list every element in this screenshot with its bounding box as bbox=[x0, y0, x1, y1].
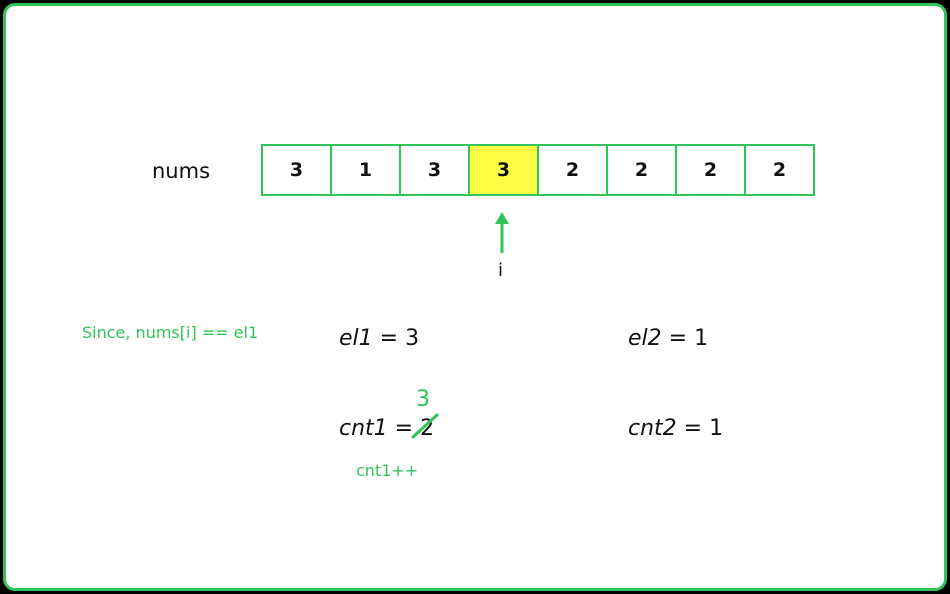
el1-value: 3 bbox=[405, 326, 420, 351]
cnt1-name: cnt1 bbox=[339, 416, 388, 441]
cnt1-equals: = bbox=[387, 416, 421, 441]
el1-name: el1 bbox=[339, 326, 373, 351]
array-cell-6: 2 bbox=[675, 146, 744, 194]
array-cell-3: 3 bbox=[468, 146, 537, 194]
el1-expression: el1 = 3 bbox=[339, 326, 419, 351]
el1-equals: = bbox=[372, 326, 406, 351]
el2-expression: el2 = 1 bbox=[628, 326, 708, 351]
nums-array: 3 1 3 3 2 2 2 2 bbox=[261, 144, 815, 196]
el2-value: 1 bbox=[694, 326, 709, 351]
array-cell-4: 2 bbox=[537, 146, 606, 194]
increment-note: cnt1++ bbox=[356, 461, 419, 480]
pointer-arrow-icon bbox=[495, 212, 509, 253]
pointer-label: i bbox=[498, 260, 504, 281]
cnt2-name: cnt2 bbox=[628, 416, 677, 441]
array-label: nums bbox=[152, 159, 211, 183]
array-cell-2: 3 bbox=[399, 146, 468, 194]
cnt2-value: 1 bbox=[709, 416, 724, 441]
strikethrough-icon bbox=[411, 413, 439, 439]
array-cell-1: 1 bbox=[330, 146, 399, 194]
cnt2-equals: = bbox=[676, 416, 710, 441]
array-cell-7: 2 bbox=[744, 146, 813, 194]
diagram-frame: nums 3 1 3 3 2 2 2 2 i Since, nums[i] ==… bbox=[3, 3, 947, 591]
cnt1-expression: cnt1 = 2 bbox=[339, 416, 434, 441]
cnt1-new-value: 3 bbox=[416, 387, 430, 412]
array-cell-0: 3 bbox=[263, 146, 330, 194]
cnt2-expression: cnt2 = 1 bbox=[628, 416, 723, 441]
el2-equals: = bbox=[661, 326, 695, 351]
array-cell-5: 2 bbox=[606, 146, 675, 194]
el2-name: el2 bbox=[628, 326, 662, 351]
condition-note: Since, nums[i] == el1 bbox=[82, 323, 259, 342]
